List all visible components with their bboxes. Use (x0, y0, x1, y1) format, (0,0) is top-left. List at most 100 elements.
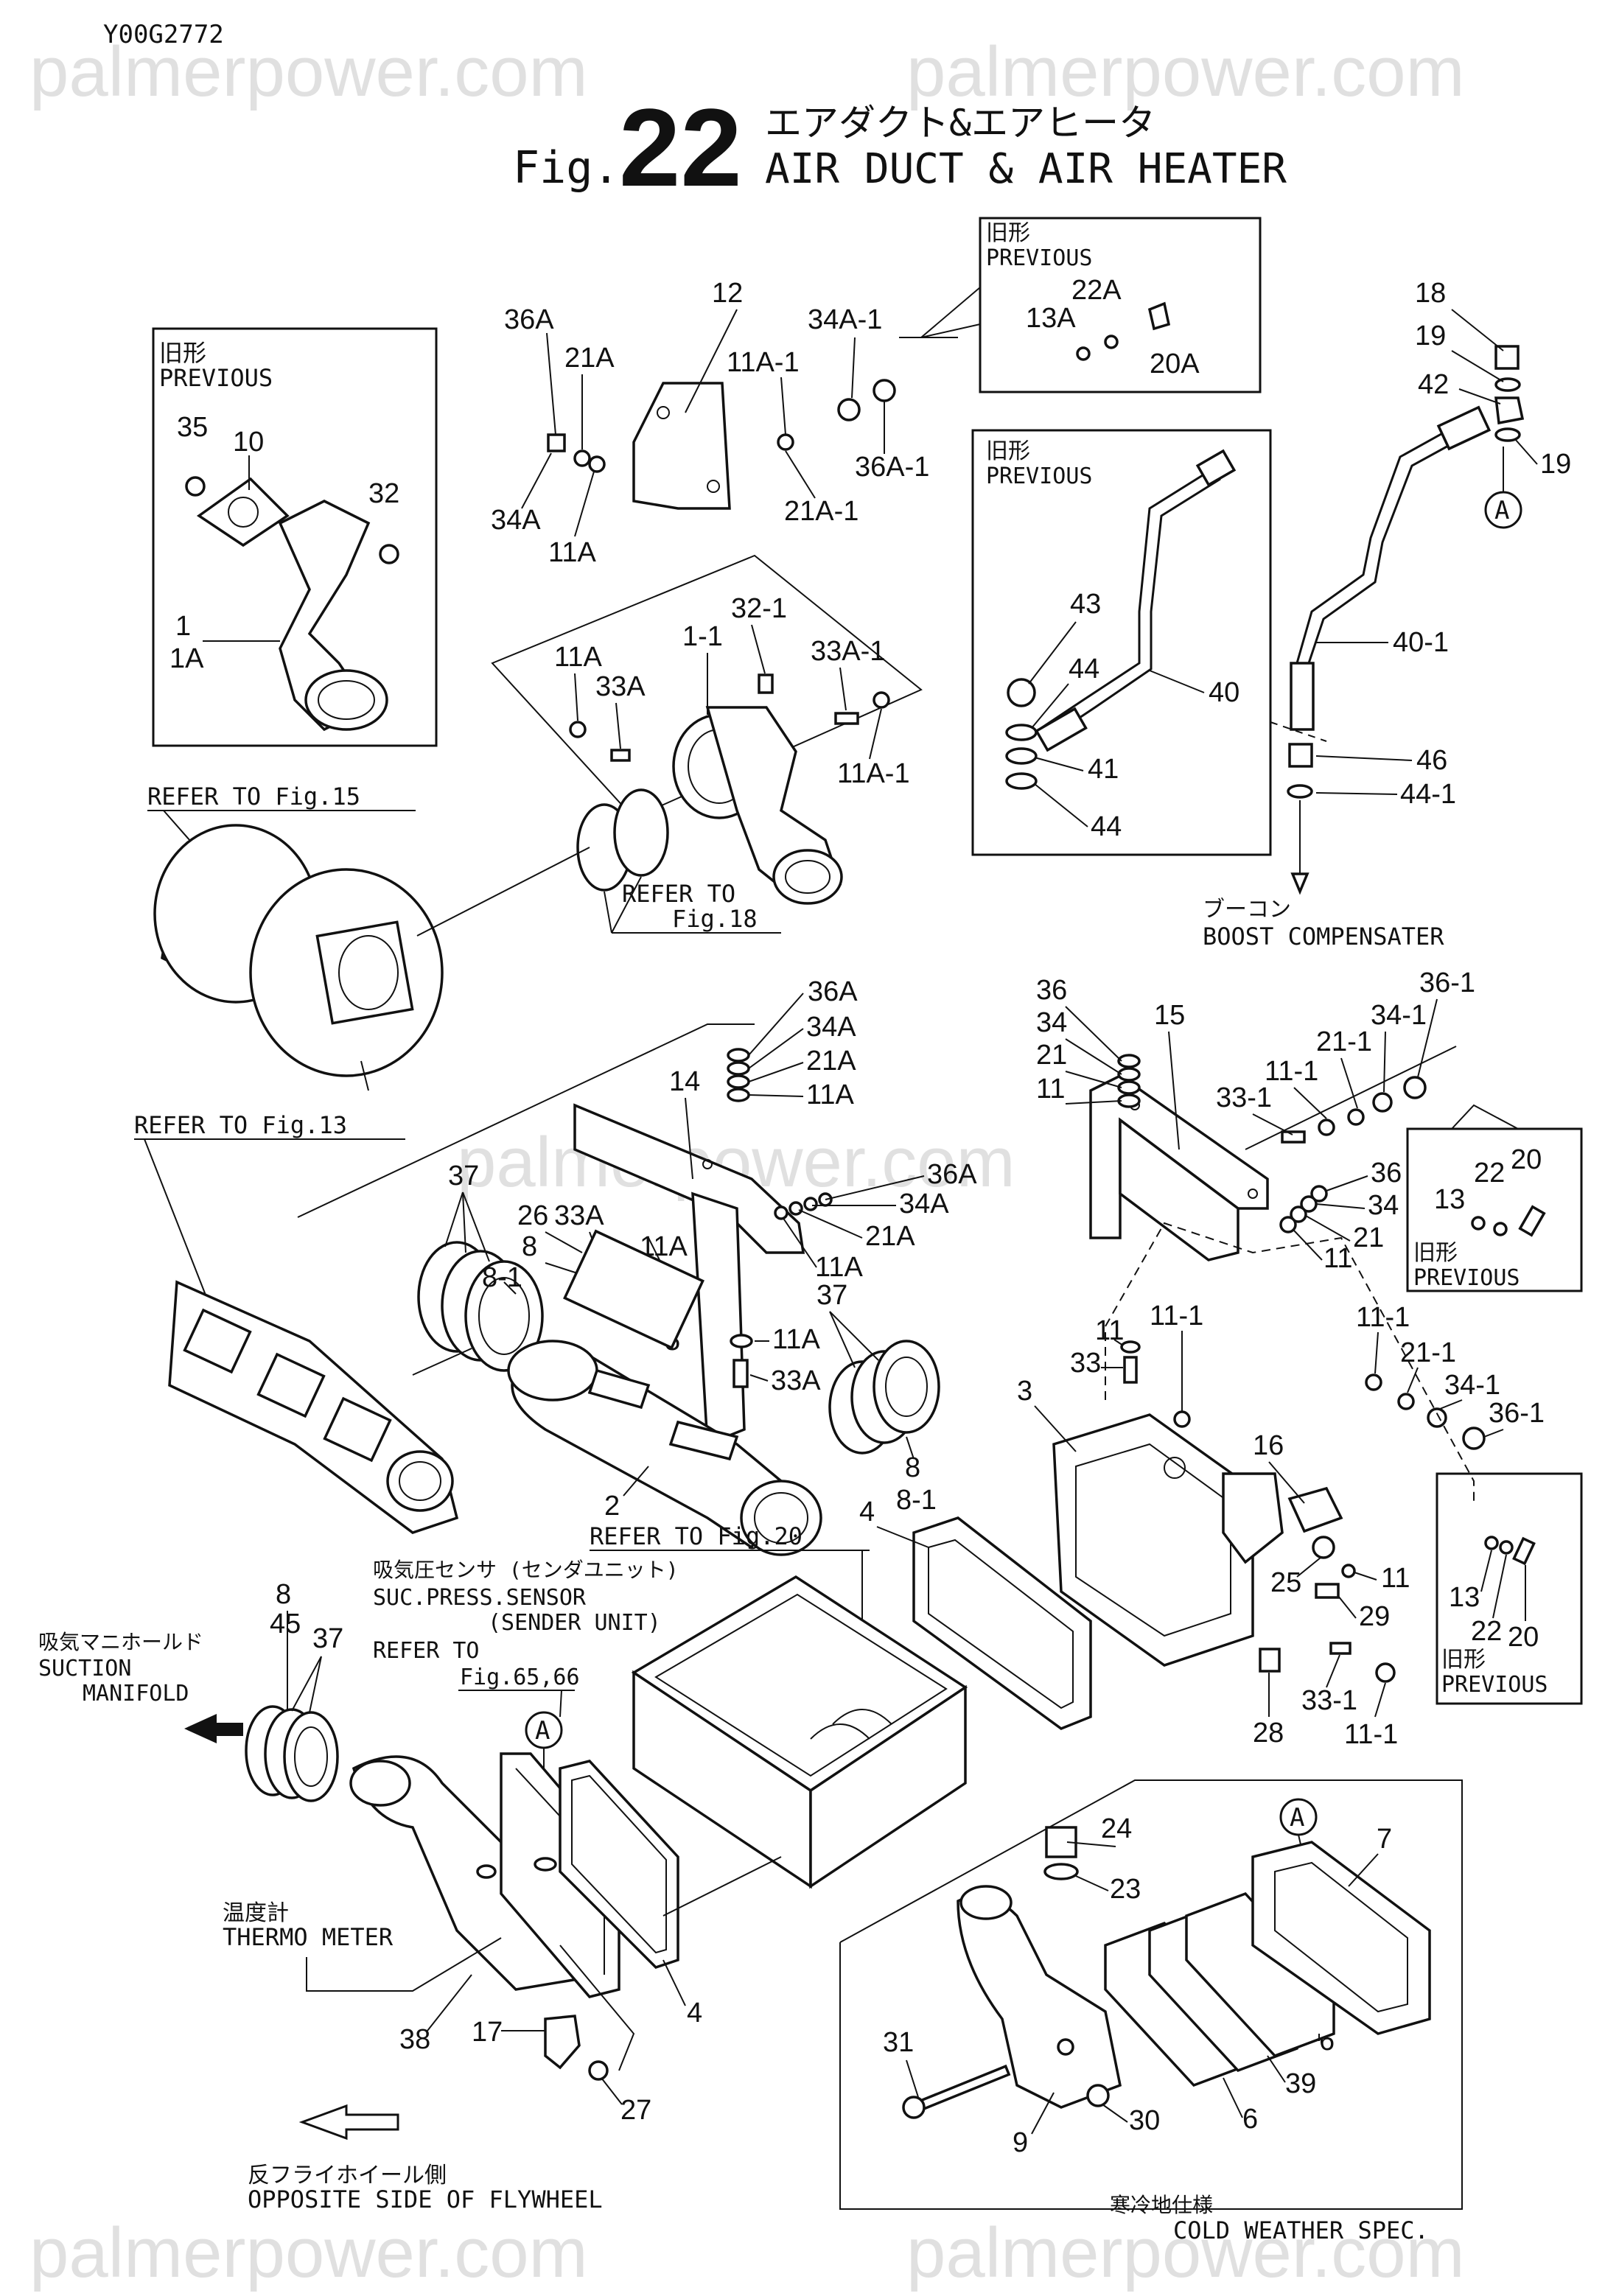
gasket-4-lower (559, 1760, 679, 1970)
watermark-top-left: palmerpower.com (29, 32, 588, 111)
sensor-en-2: (SENDER UNIT) (488, 1610, 661, 1636)
part-label-33-1: 33-1 (1216, 1082, 1272, 1113)
part-label-22-b4: 22 (1474, 1158, 1505, 1189)
part-label-34a-1-top: 34A-1 (808, 304, 882, 335)
part-label-24: 24 (1101, 1813, 1132, 1844)
figure-number: 22 (619, 85, 742, 209)
part-label-19-a: 19 (1415, 321, 1446, 351)
previous-box-4 (1406, 1127, 1583, 1292)
part-label-11a-mid: 11A (554, 642, 602, 673)
part-label-6-a: 6 (1242, 2104, 1258, 2135)
hose-clamp-37-lower (245, 1705, 339, 1802)
previous-jp-label: 旧形 (159, 339, 206, 367)
part-label-33-1-b: 33-1 (1301, 1685, 1357, 1716)
turbocharger (153, 824, 444, 1091)
outlet-elbow-1-1 (672, 673, 843, 905)
part-label-40: 40 (1209, 677, 1239, 708)
part-label-36-1-b: 36-1 (1489, 1398, 1545, 1429)
watermark-bottom-left: palmerpower.com (29, 2213, 588, 2292)
part-label-8-1-a: 8-1 (482, 1262, 522, 1293)
part-label-11a-d: 11A (815, 1252, 863, 1283)
part-label-8-1-b: 8-1 (896, 1485, 937, 1516)
part-label-20-b4: 20 (1511, 1144, 1542, 1175)
cold-weather-en: COLD WEATHER SPEC. (1173, 2216, 1429, 2244)
previous-box-bolts (979, 217, 1262, 393)
refer-fig13: REFER TO Fig.13 (134, 1111, 347, 1139)
part-label-12: 12 (712, 278, 743, 309)
intake-elbow-38 (349, 1752, 620, 1998)
part-label-11a-1-mid: 11A-1 (837, 758, 910, 789)
cold-weather-heater-stack (1104, 1841, 1431, 2087)
previous-box-pipe (971, 429, 1272, 856)
part-label-21-1: 21-1 (1316, 1026, 1372, 1057)
cold-weather-jp: 寒冷地仕様 (1110, 2193, 1213, 2217)
part-label-20a: 20A (1150, 349, 1200, 379)
fasteners-row-d (774, 1192, 833, 1220)
part-label-33a-mid: 33A (595, 671, 646, 702)
drawing-code: Y00G2772 (103, 20, 224, 49)
exhaust-manifold (168, 1280, 459, 1534)
previous-box-outlet (152, 327, 438, 747)
part-label-10: 10 (233, 427, 264, 458)
figure-title-en: AIR DUCT & AIR HEATER (765, 145, 1287, 193)
part-label-36-b: 36 (1371, 1158, 1402, 1189)
old-outlet-elbow (185, 476, 399, 732)
refer-fig18-a: REFER TO (622, 880, 735, 908)
part-label-11-c: 11 (1095, 1315, 1124, 1346)
cold-weather-region (839, 1779, 1463, 2210)
watermark-top-right: palmerpower.com (906, 32, 1465, 111)
part-label-1a: 1A (169, 643, 204, 674)
part-label-21a-top: 21A (564, 343, 615, 374)
part-label-44-b: 44 (1091, 811, 1122, 842)
part-label-33a-1: 33A-1 (811, 636, 885, 667)
part-label-36a-top: 36A (504, 304, 554, 335)
part-label-11: 11 (1036, 1074, 1065, 1105)
part-label-36a-c: 36A (808, 976, 858, 1007)
part-label-37-c: 37 (312, 1623, 343, 1654)
part-label-11a-1-top: 11A-1 (727, 347, 800, 378)
refer-fig18-b: Fig.18 (672, 905, 758, 933)
previous-en-label-4: PREVIOUS (1413, 1265, 1520, 1291)
flywheel-arrow-icon (298, 2104, 399, 2141)
flywheel-en: OPPOSITE SIDE OF FLYWHEEL (248, 2185, 603, 2213)
part-label-29: 29 (1359, 1601, 1390, 1632)
figure-prefix: Fig. (513, 142, 620, 194)
part-label-32-1: 32-1 (731, 593, 787, 624)
previous-box-5 (1436, 1472, 1583, 1705)
duct-bracket-14 (573, 1103, 805, 1446)
previous-en-label: PREVIOUS (159, 364, 273, 392)
boost-compensater-jp: ブーコン (1203, 897, 1291, 923)
part-label-11-d: 11 (1381, 1563, 1410, 1594)
part-label-21a-d: 21A (865, 1221, 915, 1252)
part-label-11a-f: 11A (772, 1324, 820, 1355)
part-label-21: 21 (1036, 1040, 1067, 1071)
part-label-1: 1 (175, 611, 191, 642)
manifold-en-1: SUCTION (38, 1656, 131, 1681)
part-label-11a-top: 11A (548, 537, 596, 568)
part-label-18: 18 (1415, 278, 1446, 309)
intake-pipe-2 (507, 1229, 822, 1556)
fasteners-stack-c (727, 1048, 750, 1102)
circle-marker-a-left-label: A (535, 1716, 550, 1746)
part-label-14: 14 (669, 1066, 700, 1097)
part-label-28: 28 (1253, 1718, 1284, 1749)
previous-jp-label-4: 旧形 (1413, 1240, 1458, 1266)
part-label-39: 39 (1285, 2068, 1316, 2099)
part-label-36a-d: 36A (927, 1159, 977, 1190)
part-label-16: 16 (1253, 1430, 1284, 1461)
part-label-11-1-c: 11-1 (1356, 1302, 1410, 1333)
part-label-26: 26 (517, 1200, 548, 1231)
part-label-42: 42 (1418, 369, 1449, 400)
part-label-7: 7 (1377, 1824, 1392, 1855)
part-label-8-a: 8 (522, 1231, 537, 1262)
manifold-en-2: MANIFOLD (83, 1681, 189, 1707)
part-label-34a-top: 34A (491, 505, 541, 536)
refer-fig65-a: REFER TO (373, 1638, 480, 1664)
part-label-21-b: 21 (1353, 1222, 1384, 1253)
part-label-13-b4: 13 (1434, 1184, 1465, 1215)
part-label-34: 34 (1036, 1007, 1067, 1038)
part-label-36a-1-top: 36A-1 (855, 452, 929, 483)
part-label-13a: 13A (1026, 303, 1076, 334)
cold-weather-elbow (902, 1826, 1122, 2119)
